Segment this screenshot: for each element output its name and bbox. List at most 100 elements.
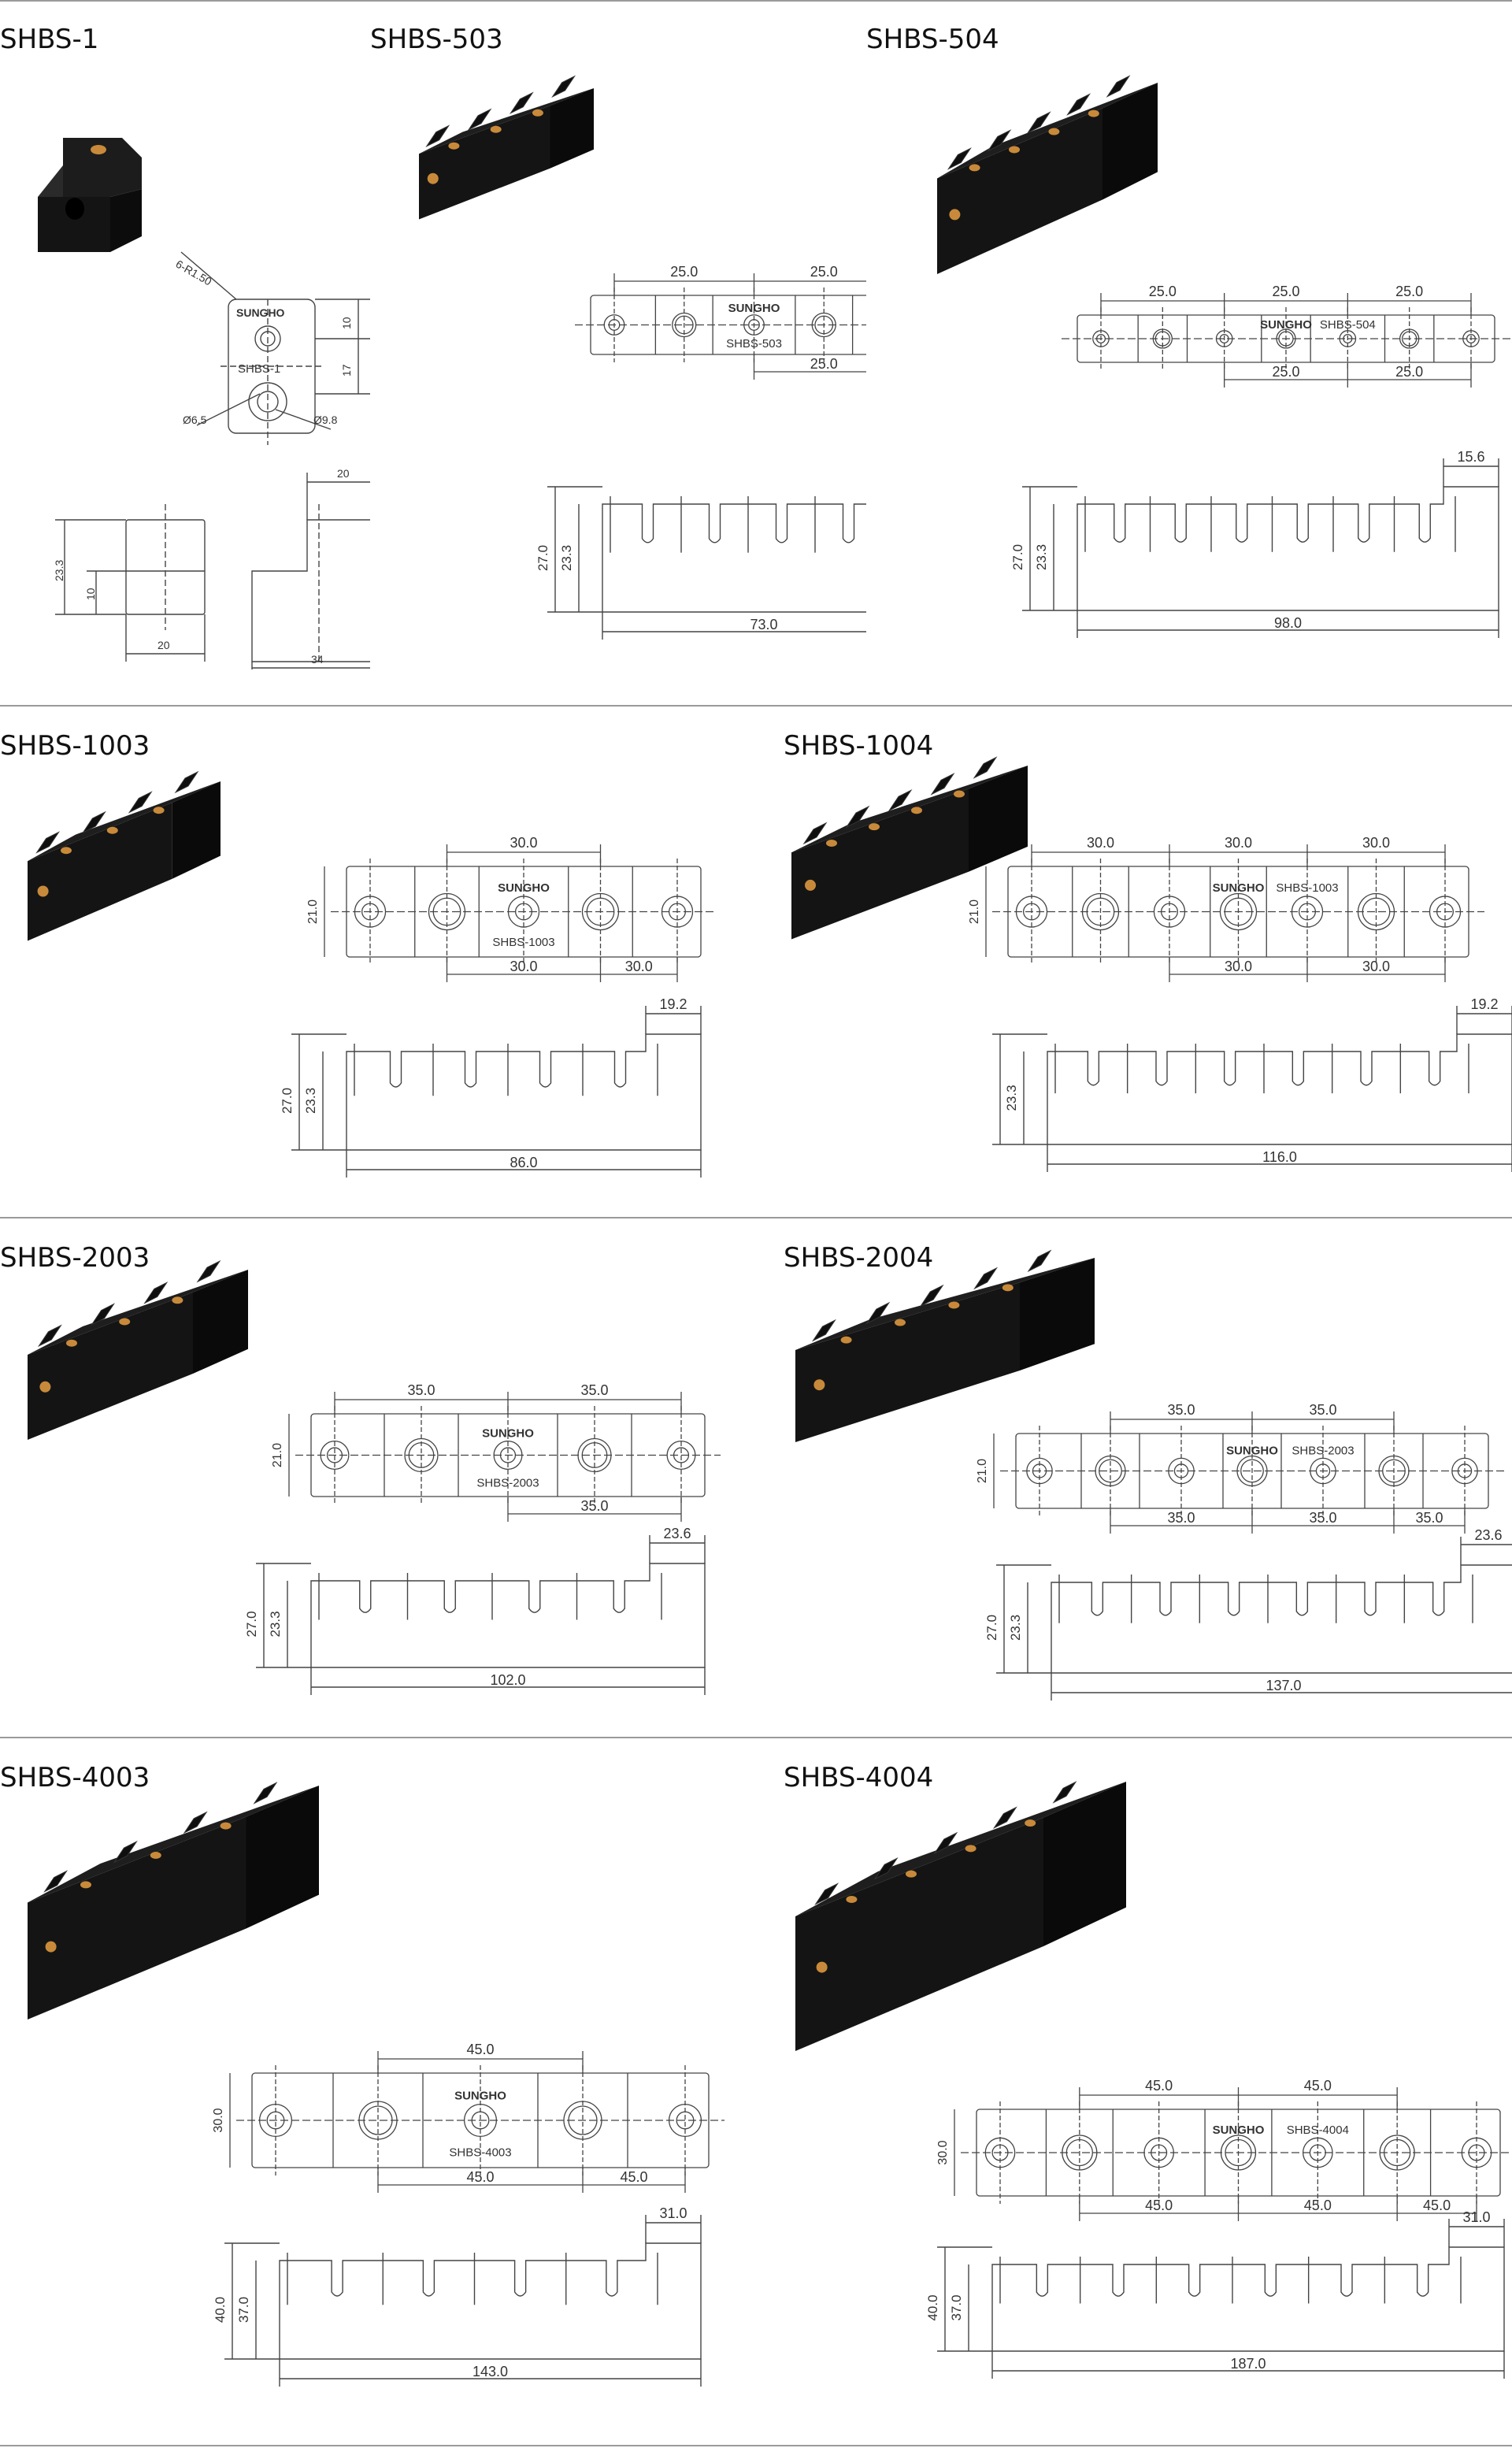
- brass-insert-icon: [954, 790, 965, 798]
- dim-length: 137.0: [1266, 1678, 1301, 1693]
- dim-pitch-top: 30.0: [510, 835, 537, 851]
- dim-height: 27.0: [984, 1615, 999, 1641]
- plan-h1-label: 10: [340, 317, 353, 329]
- brass-insert-icon: [153, 807, 165, 814]
- product-photo: [28, 1782, 319, 2020]
- part-label: SHBS-2003: [476, 1476, 539, 1489]
- dim-inner-height: 23.3: [1034, 544, 1049, 570]
- brass-insert-icon: [805, 879, 816, 891]
- separator-row-2: [0, 1217, 1512, 1218]
- dim-height: 27.0: [536, 545, 550, 571]
- plan-view: [229, 2051, 724, 2193]
- dim-inner-height: 23.3: [303, 1088, 318, 1114]
- brass-insert-icon: [869, 823, 880, 831]
- elevation-view: [291, 1006, 702, 1178]
- product-drawing: 25.025.025.0SUNGHOSHBS-50315.673.027.023…: [419, 75, 866, 640]
- product-photo: [791, 756, 1028, 940]
- brass-insert-icon: [66, 1339, 77, 1347]
- brass-insert-icon: [532, 109, 543, 117]
- product-title: SHBS-503: [370, 24, 503, 55]
- dim-pitch-top: 25.0: [1149, 284, 1177, 299]
- elevation-view: [1022, 458, 1499, 638]
- dim-slot: 31.0: [659, 2205, 687, 2221]
- product-title: SHBS-4003: [0, 1762, 150, 1793]
- part-label: SHBS-4003: [449, 2146, 511, 2160]
- plan-h2-label: 17: [340, 364, 353, 376]
- plan-brand-label: SUNGHO: [236, 306, 285, 319]
- brass-insert-icon: [813, 1379, 825, 1391]
- brass-insert-icon: [911, 807, 922, 814]
- dim-pitch-top: 30.0: [1362, 835, 1390, 851]
- brand-label: SUNGHO: [1213, 881, 1265, 895]
- dim-height: 40.0: [925, 2294, 940, 2320]
- brass-insert-icon: [965, 1845, 976, 1853]
- product-photo: [937, 75, 1158, 274]
- dim-pitch-bottom: 30.0: [625, 959, 653, 974]
- brass-insert-icon: [172, 1296, 183, 1304]
- dim-pitch-bottom: 35.0: [1167, 1510, 1195, 1526]
- product-title: SHBS-2003: [0, 1242, 150, 1274]
- dim-length: 187.0: [1230, 2356, 1266, 2372]
- part-label: SHBS-4004: [1287, 2123, 1349, 2137]
- separator-bottom: [0, 2445, 1512, 2446]
- dim-pitch-top: 35.0: [580, 1382, 608, 1398]
- separator-row-3: [0, 1737, 1512, 1738]
- dim-width: 21.0: [271, 1443, 284, 1467]
- dim-width: 30.0: [936, 2140, 950, 2164]
- brass-insert-icon: [490, 125, 502, 133]
- brass-insert-icon: [1002, 1284, 1014, 1292]
- brass-insert-icon: [106, 826, 118, 834]
- plan-radius-label: 6-R1.50: [174, 258, 214, 288]
- brand-label: SUNGHO: [498, 881, 550, 895]
- plan-view: [993, 1411, 1504, 1534]
- brass-insert-icon: [949, 209, 961, 221]
- brand-label: SUNGHO: [1226, 1445, 1278, 1458]
- elevation-view: [547, 486, 866, 640]
- separator-top: [0, 0, 1512, 2]
- product-title: SHBS-1003: [0, 730, 150, 762]
- dim-inner-height: 23.3: [268, 1611, 283, 1637]
- plan-view: [288, 1392, 721, 1522]
- plan-view: [1062, 293, 1510, 388]
- plan-view: [324, 844, 717, 982]
- brass-insert-icon: [1088, 109, 1099, 117]
- dim-slot: 23.6: [663, 1526, 691, 1541]
- dim-pitch-bottom: 45.0: [1304, 2198, 1332, 2213]
- dim-slot: 19.2: [659, 996, 687, 1012]
- plan-view: [985, 844, 1484, 982]
- elevation-view: [992, 1006, 1512, 1172]
- dim-length: 102.0: [490, 1672, 525, 1688]
- brass-insert-icon: [846, 1895, 858, 1903]
- brass-insert-icon: [1025, 1819, 1036, 1827]
- brass-insert-icon: [895, 1319, 906, 1326]
- product-title: SHBS-4004: [784, 1762, 934, 1793]
- dim-length: 98.0: [1274, 615, 1302, 631]
- product-photo: [28, 1259, 248, 1440]
- part-label: SHBS-1003: [492, 936, 554, 949]
- dim-pitch-top: 25.0: [810, 264, 838, 280]
- dim-pitch-bottom: 45.0: [1145, 2198, 1173, 2213]
- dim-pitch-top: 35.0: [1167, 1402, 1195, 1418]
- plan-d2-label: Ø9.8: [313, 414, 338, 426]
- elev-w1-label: 20: [158, 639, 170, 651]
- dim-pitch-top: 30.0: [1087, 835, 1114, 851]
- dim-inner-height: 23.3: [1008, 1615, 1023, 1641]
- brass-insert-icon: [969, 164, 980, 172]
- product-title: SHBS-1: [0, 24, 99, 55]
- part-label: SHBS-504: [1320, 318, 1376, 332]
- dim-length: 86.0: [510, 1155, 537, 1170]
- dim-width: 30.0: [212, 2108, 225, 2132]
- product-photo: [795, 1781, 1126, 2051]
